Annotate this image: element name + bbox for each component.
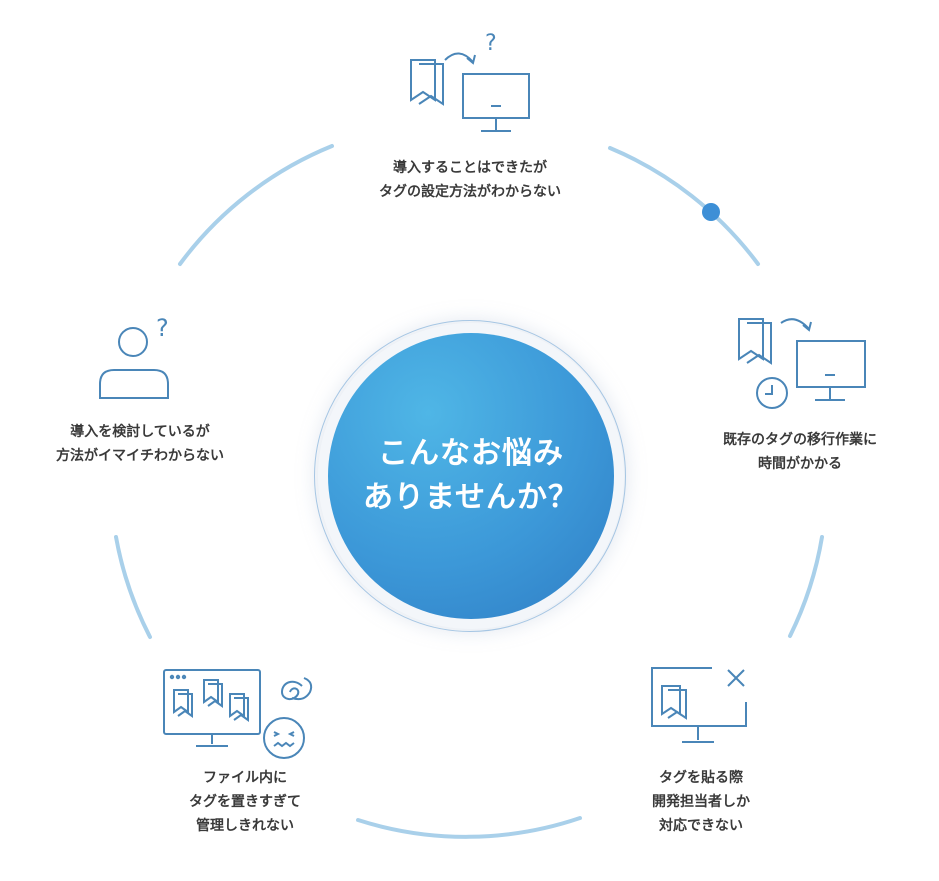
ring-arc-top-left xyxy=(178,144,334,266)
ring-arc-right xyxy=(788,535,824,638)
person-question-icon xyxy=(96,320,176,400)
concern-label-2: 既存のタグの移行作業に 時間がかかる xyxy=(723,432,877,472)
center-title-line1: こんなお悩み xyxy=(378,436,564,471)
ring-arc-left xyxy=(114,535,152,639)
cluttered-monitor-confused-icon xyxy=(160,668,330,760)
concern-label-4: ファイル内に タグを置きすぎて 管理しきれない xyxy=(189,770,301,834)
migration-clock-icon xyxy=(733,315,873,415)
tag-to-monitor-question-icon xyxy=(405,38,537,138)
concern-label-5: 導入を検討しているが 方法がイマイチわからない xyxy=(56,424,224,464)
center-circle: こんなお悩み ありませんか？ xyxy=(328,333,614,619)
question-mark-5: ? xyxy=(156,314,169,342)
ring-dot xyxy=(702,203,720,221)
monitor-tag-close-icon xyxy=(648,662,752,752)
center-outline xyxy=(314,320,626,632)
ring-arc-bottom xyxy=(356,816,582,839)
ring-arc-top-right xyxy=(608,146,760,266)
concern-label-1: 導入することはできたが タグの設定方法がわからない xyxy=(379,160,561,200)
concern-label-3: タグを貼る際 開発担当者しか 対応できない xyxy=(652,770,750,834)
center-title-line2: ありませんか？ xyxy=(362,480,580,515)
question-mark-1: ? xyxy=(485,31,497,56)
